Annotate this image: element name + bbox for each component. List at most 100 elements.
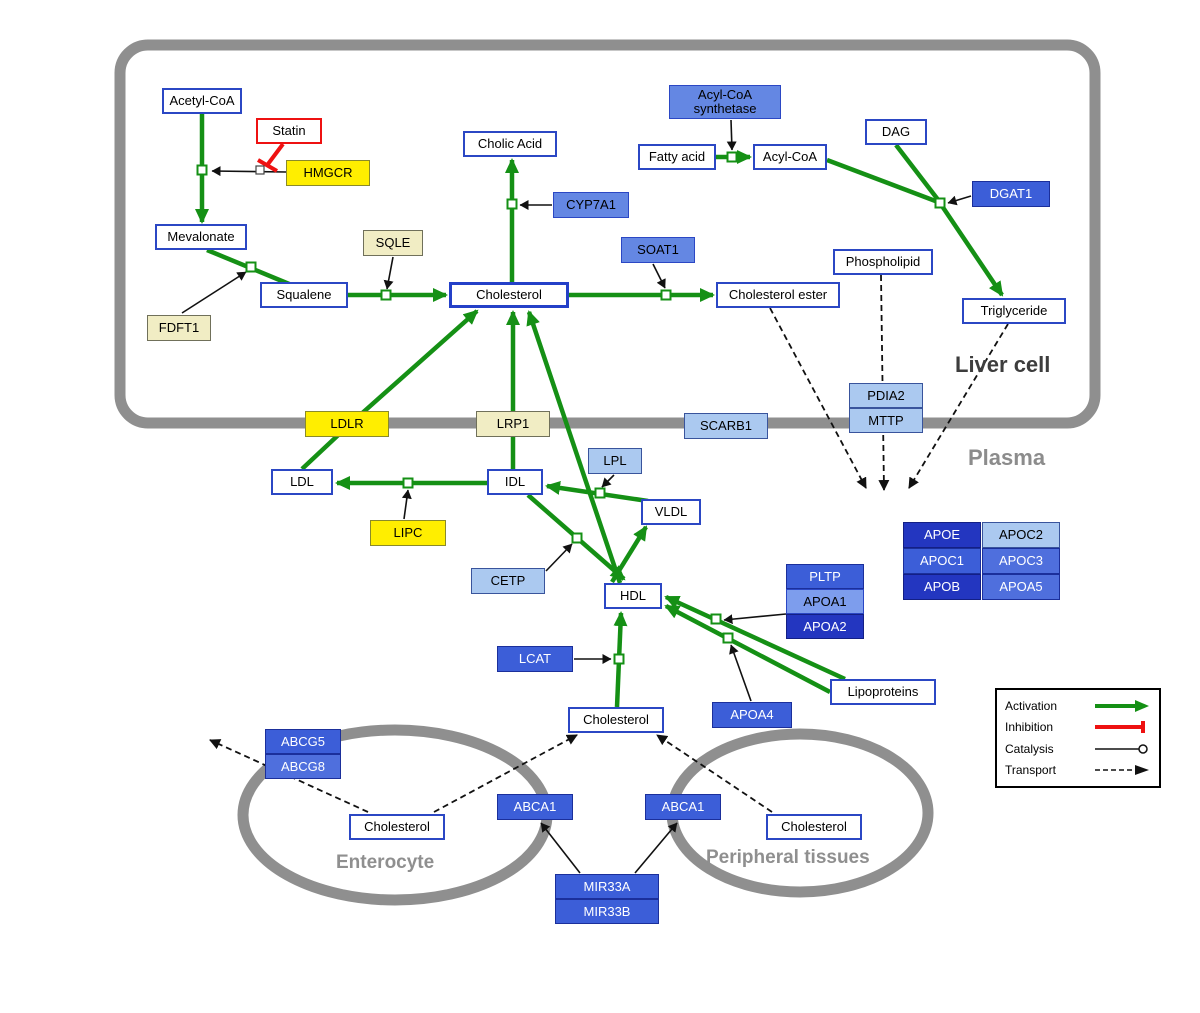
legend-activation-label: Activation xyxy=(1005,698,1058,713)
edge-junction-triglyceride xyxy=(938,201,1004,297)
edge-mir33-abca1-right xyxy=(634,822,678,874)
junction-lpl xyxy=(594,487,606,499)
edge-transport-enterocyte-cholesterol xyxy=(433,734,578,813)
node-mir33a[interactable]: MIR33A xyxy=(555,874,659,899)
node-abcg5[interactable]: ABCG5 xyxy=(265,729,341,754)
junction-acylcoa-synthetase xyxy=(726,151,738,163)
node-vldl[interactable]: VLDL xyxy=(641,499,701,525)
reaction-junctions xyxy=(196,151,946,665)
node-cholic-acid[interactable]: Cholic Acid xyxy=(463,131,557,157)
node-cholesterol-liver[interactable]: Cholesterol xyxy=(449,282,569,308)
edge-transport-triglyceride-plasma xyxy=(908,323,1009,489)
node-acyl-coa-synthetase[interactable]: Acyl-CoA synthetase xyxy=(669,85,781,119)
edge-lipoproteins-hdl-lower xyxy=(664,604,832,694)
liver-cell-label: Liver cell xyxy=(955,352,1051,377)
node-lipoproteins[interactable]: Lipoproteins xyxy=(830,679,936,705)
node-apoa5[interactable]: APOA5 xyxy=(982,574,1060,600)
activation-arrow-icon xyxy=(1095,699,1149,712)
node-hdl[interactable]: HDL xyxy=(604,583,662,609)
node-mttp[interactable]: MTTP xyxy=(849,408,923,433)
junction-lipc xyxy=(402,477,414,489)
edge-transport-peripheral-cholesterol xyxy=(656,734,773,813)
node-cholesterol-ester[interactable]: Cholesterol ester xyxy=(716,282,840,308)
node-apoa2[interactable]: APOA2 xyxy=(786,614,864,639)
node-mir33b[interactable]: MIR33B xyxy=(555,899,659,924)
node-apoc3[interactable]: APOC3 xyxy=(982,548,1060,574)
node-abca1-peripheral[interactable]: ABCA1 xyxy=(645,794,721,820)
catalysis-circle-icon xyxy=(1095,744,1148,754)
node-acyl-coa[interactable]: Acyl-CoA xyxy=(753,144,827,170)
junction-hmgcr xyxy=(196,164,208,176)
node-pdia2[interactable]: PDIA2 xyxy=(849,383,923,408)
node-cetp[interactable]: CETP xyxy=(471,568,545,594)
inhibition-tbar-icon xyxy=(1095,721,1145,734)
edge-catalysis-sqle xyxy=(383,256,394,290)
edge-mir33-abca1-left xyxy=(540,822,581,874)
edge-catalysis-apoa4 xyxy=(729,644,752,702)
node-pltp[interactable]: PLTP xyxy=(786,564,864,589)
node-lpl[interactable]: LPL xyxy=(588,448,642,474)
node-apoa1[interactable]: APOA1 xyxy=(786,589,864,614)
node-fdft1[interactable]: FDFT1 xyxy=(147,315,211,341)
edge-inhibition-statin-line xyxy=(266,142,285,166)
node-ldl[interactable]: LDL xyxy=(271,469,333,495)
node-cholesterol-enterocyte[interactable]: Cholesterol xyxy=(349,814,445,840)
node-fatty-acid[interactable]: Fatty acid xyxy=(638,144,716,170)
node-soat1[interactable]: SOAT1 xyxy=(621,237,695,263)
legend-row-transport: Transport xyxy=(1005,763,1151,777)
node-acetyl-coa[interactable]: Acetyl-CoA xyxy=(162,88,242,114)
node-triglyceride[interactable]: Triglyceride xyxy=(962,298,1066,324)
node-cholesterol-peripheral[interactable]: Cholesterol xyxy=(766,814,862,840)
edge-dag-dgat-junction xyxy=(894,143,941,203)
legend-inhibition-label: Inhibition xyxy=(1005,720,1054,735)
node-sqle[interactable]: SQLE xyxy=(363,230,423,256)
node-idl[interactable]: IDL xyxy=(487,469,543,495)
edge-catalysis-cetp xyxy=(545,543,573,572)
node-apoc1[interactable]: APOC1 xyxy=(903,548,981,574)
junction-lcat xyxy=(613,653,625,665)
edge-catalysis-lpl xyxy=(601,474,615,488)
inhibition-edge-statin xyxy=(256,142,285,173)
node-ldlr[interactable]: LDLR xyxy=(305,411,389,437)
node-statin[interactable]: Statin xyxy=(256,118,322,144)
edge-inhibition-statin-tbar xyxy=(256,158,279,173)
enterocyte-label: Enterocyte xyxy=(336,852,435,873)
edge-ldl-ldlr-cholesterol xyxy=(300,309,479,471)
node-scarb1[interactable]: SCARB1 xyxy=(684,413,768,439)
legend-row-activation: Activation xyxy=(1005,699,1151,713)
edge-catalysis-acylcoa-synthetase xyxy=(726,119,737,151)
edge-hdl-scarb1-cholesterol xyxy=(526,310,623,584)
node-lrp1[interactable]: LRP1 xyxy=(476,411,550,437)
node-lipc[interactable]: LIPC xyxy=(370,520,446,546)
node-phospholipid[interactable]: Phospholipid xyxy=(833,249,933,275)
legend-catalysis-label: Catalysis xyxy=(1005,741,1054,756)
node-dgat1[interactable]: DGAT1 xyxy=(972,181,1050,207)
node-lcat[interactable]: LCAT xyxy=(497,646,573,672)
edge-transport-abcg5g8-export xyxy=(209,739,369,813)
edge-catalysis-fdft1 xyxy=(181,271,247,314)
junction-sqle xyxy=(380,289,392,301)
node-cholesterol-plasma[interactable]: Cholesterol xyxy=(568,707,664,733)
node-cyp7a1[interactable]: CYP7A1 xyxy=(553,192,629,218)
transport-edges xyxy=(209,274,1009,813)
node-squalene[interactable]: Squalene xyxy=(260,282,348,308)
junction-cyp7a1 xyxy=(506,198,518,210)
junction-apoa-group xyxy=(710,613,722,625)
edge-catalysis-apoa-group xyxy=(723,613,787,625)
node-apoc2[interactable]: APOC2 xyxy=(982,522,1060,548)
node-apoa4[interactable]: APOA4 xyxy=(712,702,792,728)
node-abca1-enterocyte[interactable]: ABCA1 xyxy=(497,794,573,820)
node-apoe[interactable]: APOE xyxy=(903,522,981,548)
node-hmgcr[interactable]: HMGCR xyxy=(286,160,370,186)
node-apob[interactable]: APOB xyxy=(903,574,981,600)
junction-dgat1 xyxy=(934,197,946,209)
peripheral-tissues-label: Peripheral tissues xyxy=(706,847,870,868)
node-abcg8[interactable]: ABCG8 xyxy=(265,754,341,779)
liver-cell-membrane xyxy=(114,39,1101,429)
legend-row-inhibition: Inhibition xyxy=(1005,720,1151,734)
node-dag[interactable]: DAG xyxy=(865,119,927,145)
junction-apoa4 xyxy=(722,632,734,644)
legend-transport-label: Transport xyxy=(1005,763,1056,778)
node-mevalonate[interactable]: Mevalonate xyxy=(155,224,247,250)
